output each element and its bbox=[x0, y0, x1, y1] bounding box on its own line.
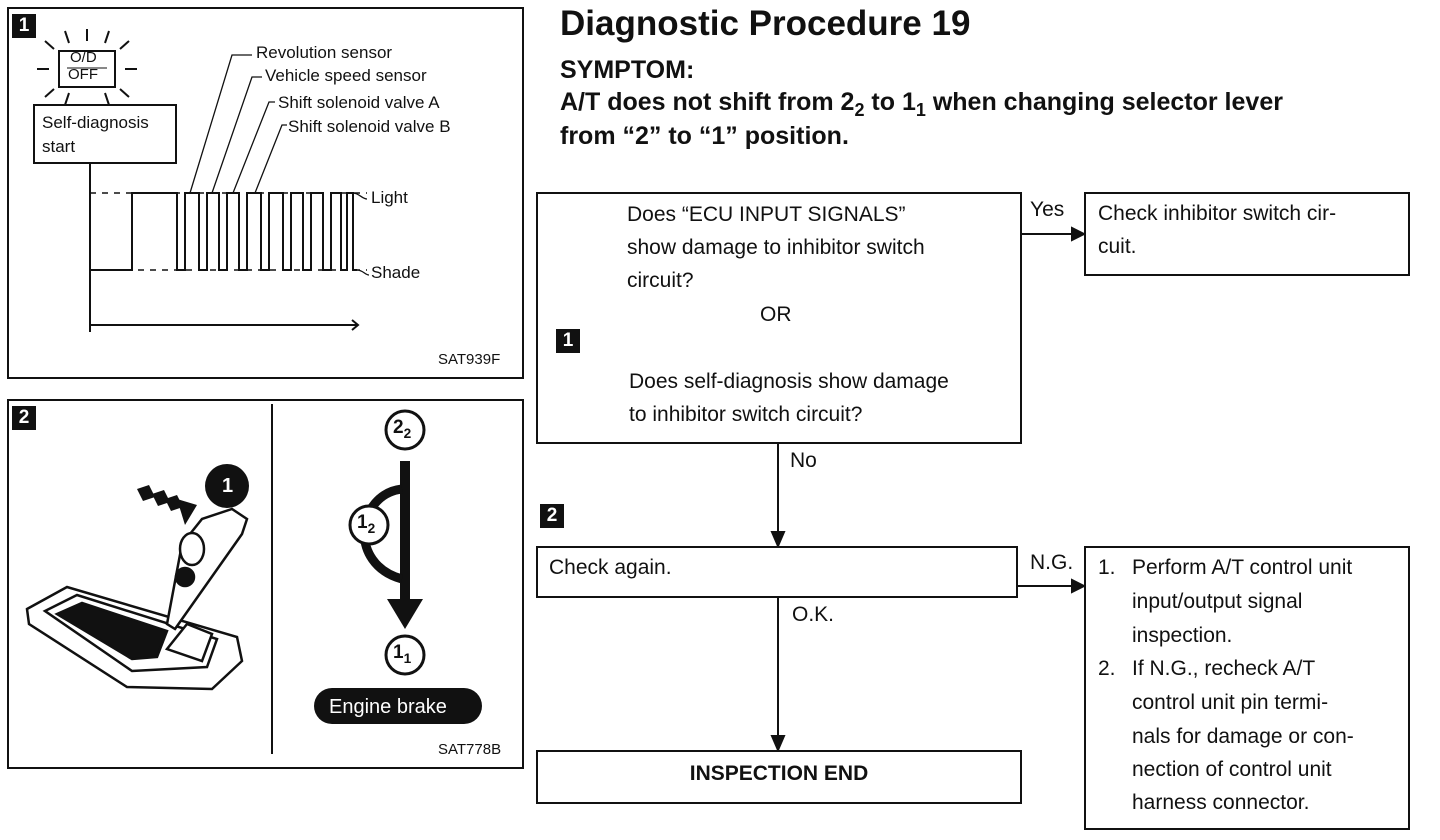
ng-item-1-line-3: inspection. bbox=[1132, 624, 1233, 647]
lamp-rays bbox=[37, 29, 137, 106]
question-1-line-3: circuit? bbox=[627, 269, 694, 292]
step-badge-1 bbox=[205, 464, 249, 508]
ok-label: O.K. bbox=[792, 603, 835, 626]
od-off-lamp bbox=[58, 50, 116, 88]
page-title: Diagnostic Procedure 19 bbox=[560, 4, 971, 43]
step-2-tag: 2 bbox=[540, 504, 564, 528]
engine-brake-text: Engine brake bbox=[329, 696, 447, 718]
inspection-end-box bbox=[536, 750, 1022, 804]
label-shade: Shade bbox=[371, 263, 421, 282]
ng-item-1-line-1: Perform A/T control unit bbox=[1132, 556, 1353, 579]
yes-result-line-2: cuit. bbox=[1098, 235, 1137, 258]
figure-1-code: SAT939F bbox=[438, 351, 501, 368]
ng-result-box bbox=[1084, 546, 1410, 830]
check-again-text: Check again. bbox=[549, 556, 672, 579]
question-2-line-1: Does self-diagnosis show damage bbox=[629, 370, 949, 393]
position-1-1 bbox=[384, 634, 426, 676]
position-1-1-label: 11 bbox=[393, 642, 412, 666]
figure-2-code: SAT778B bbox=[438, 741, 502, 758]
step-badge-number: 1 bbox=[222, 475, 234, 497]
pulse-waveform bbox=[90, 192, 357, 271]
position-2-2-label: 22 bbox=[393, 417, 412, 441]
label-revolution-sensor: Revolution sensor bbox=[256, 43, 393, 62]
engine-brake-badge bbox=[314, 688, 482, 724]
symptom-label: SYMPTOM: bbox=[560, 56, 695, 84]
label-shift-solenoid-b: Shift solenoid valve B bbox=[288, 117, 451, 136]
figure-2-tag: 2 bbox=[12, 406, 36, 430]
question-1-line-2: show damage to inhibitor switch bbox=[627, 236, 925, 259]
label-vehicle-speed-sensor: Vehicle speed sensor bbox=[265, 66, 427, 85]
position-2-2 bbox=[384, 409, 426, 451]
ng-item-2-line-2: control unit pin termi- bbox=[1132, 691, 1329, 714]
ng-item-2-line-1: If N.G., recheck A/T bbox=[1132, 657, 1316, 680]
label-light: Light bbox=[371, 188, 408, 207]
lamp-text-od: O/D bbox=[70, 49, 97, 66]
figure-1-diagram bbox=[33, 29, 370, 332]
start-label-1: Self-diagnosis bbox=[42, 113, 149, 132]
ng-item-2-line-4: nection of control unit bbox=[1132, 758, 1332, 781]
start-label-2: start bbox=[42, 137, 76, 156]
no-label: No bbox=[790, 449, 817, 472]
inspection-end-text: INSPECTION END bbox=[689, 762, 869, 785]
or-separator: OR bbox=[760, 303, 792, 326]
ng-item-2-line-3: nals for damage or con- bbox=[1132, 725, 1354, 748]
figure-1-tag: 1 bbox=[12, 14, 36, 38]
start-box bbox=[33, 104, 177, 164]
yes-label: Yes bbox=[1030, 198, 1065, 221]
ng-item-1-line-2: input/output signal bbox=[1132, 590, 1303, 613]
symptom-line-2: from “2” to “1” position. bbox=[560, 122, 849, 150]
ng-item-2-line-5: harness connector. bbox=[1132, 791, 1310, 814]
ng-label: N.G. bbox=[1030, 551, 1074, 574]
selector-lever-illustration bbox=[25, 507, 249, 691]
yes-result-box bbox=[1084, 192, 1410, 276]
question-box bbox=[536, 192, 1022, 444]
ng-item-2-number: 2. bbox=[1098, 657, 1116, 680]
ng-item-1-number: 1. bbox=[1098, 556, 1116, 579]
check-again-box bbox=[536, 546, 1018, 598]
question-2-line-2: to inhibitor switch circuit? bbox=[629, 403, 863, 426]
position-1-2-label: 12 bbox=[357, 512, 376, 536]
press-arrow bbox=[137, 485, 197, 525]
question-2-tag: 1 bbox=[556, 329, 580, 353]
label-leaders bbox=[189, 54, 370, 276]
question-1-line-1: Does “ECU INPUT SIGNALS” bbox=[627, 203, 906, 226]
lamp-text-off: OFF bbox=[68, 66, 98, 83]
symptom-line-1: A/T does not shift from 22 to 11 when ch… bbox=[560, 88, 1283, 121]
yes-result-line-1: Check inhibitor switch cir- bbox=[1098, 202, 1337, 225]
figure-2-diagram bbox=[25, 404, 482, 754]
position-1-2 bbox=[348, 504, 390, 546]
label-shift-solenoid-a: Shift solenoid valve A bbox=[278, 93, 440, 112]
